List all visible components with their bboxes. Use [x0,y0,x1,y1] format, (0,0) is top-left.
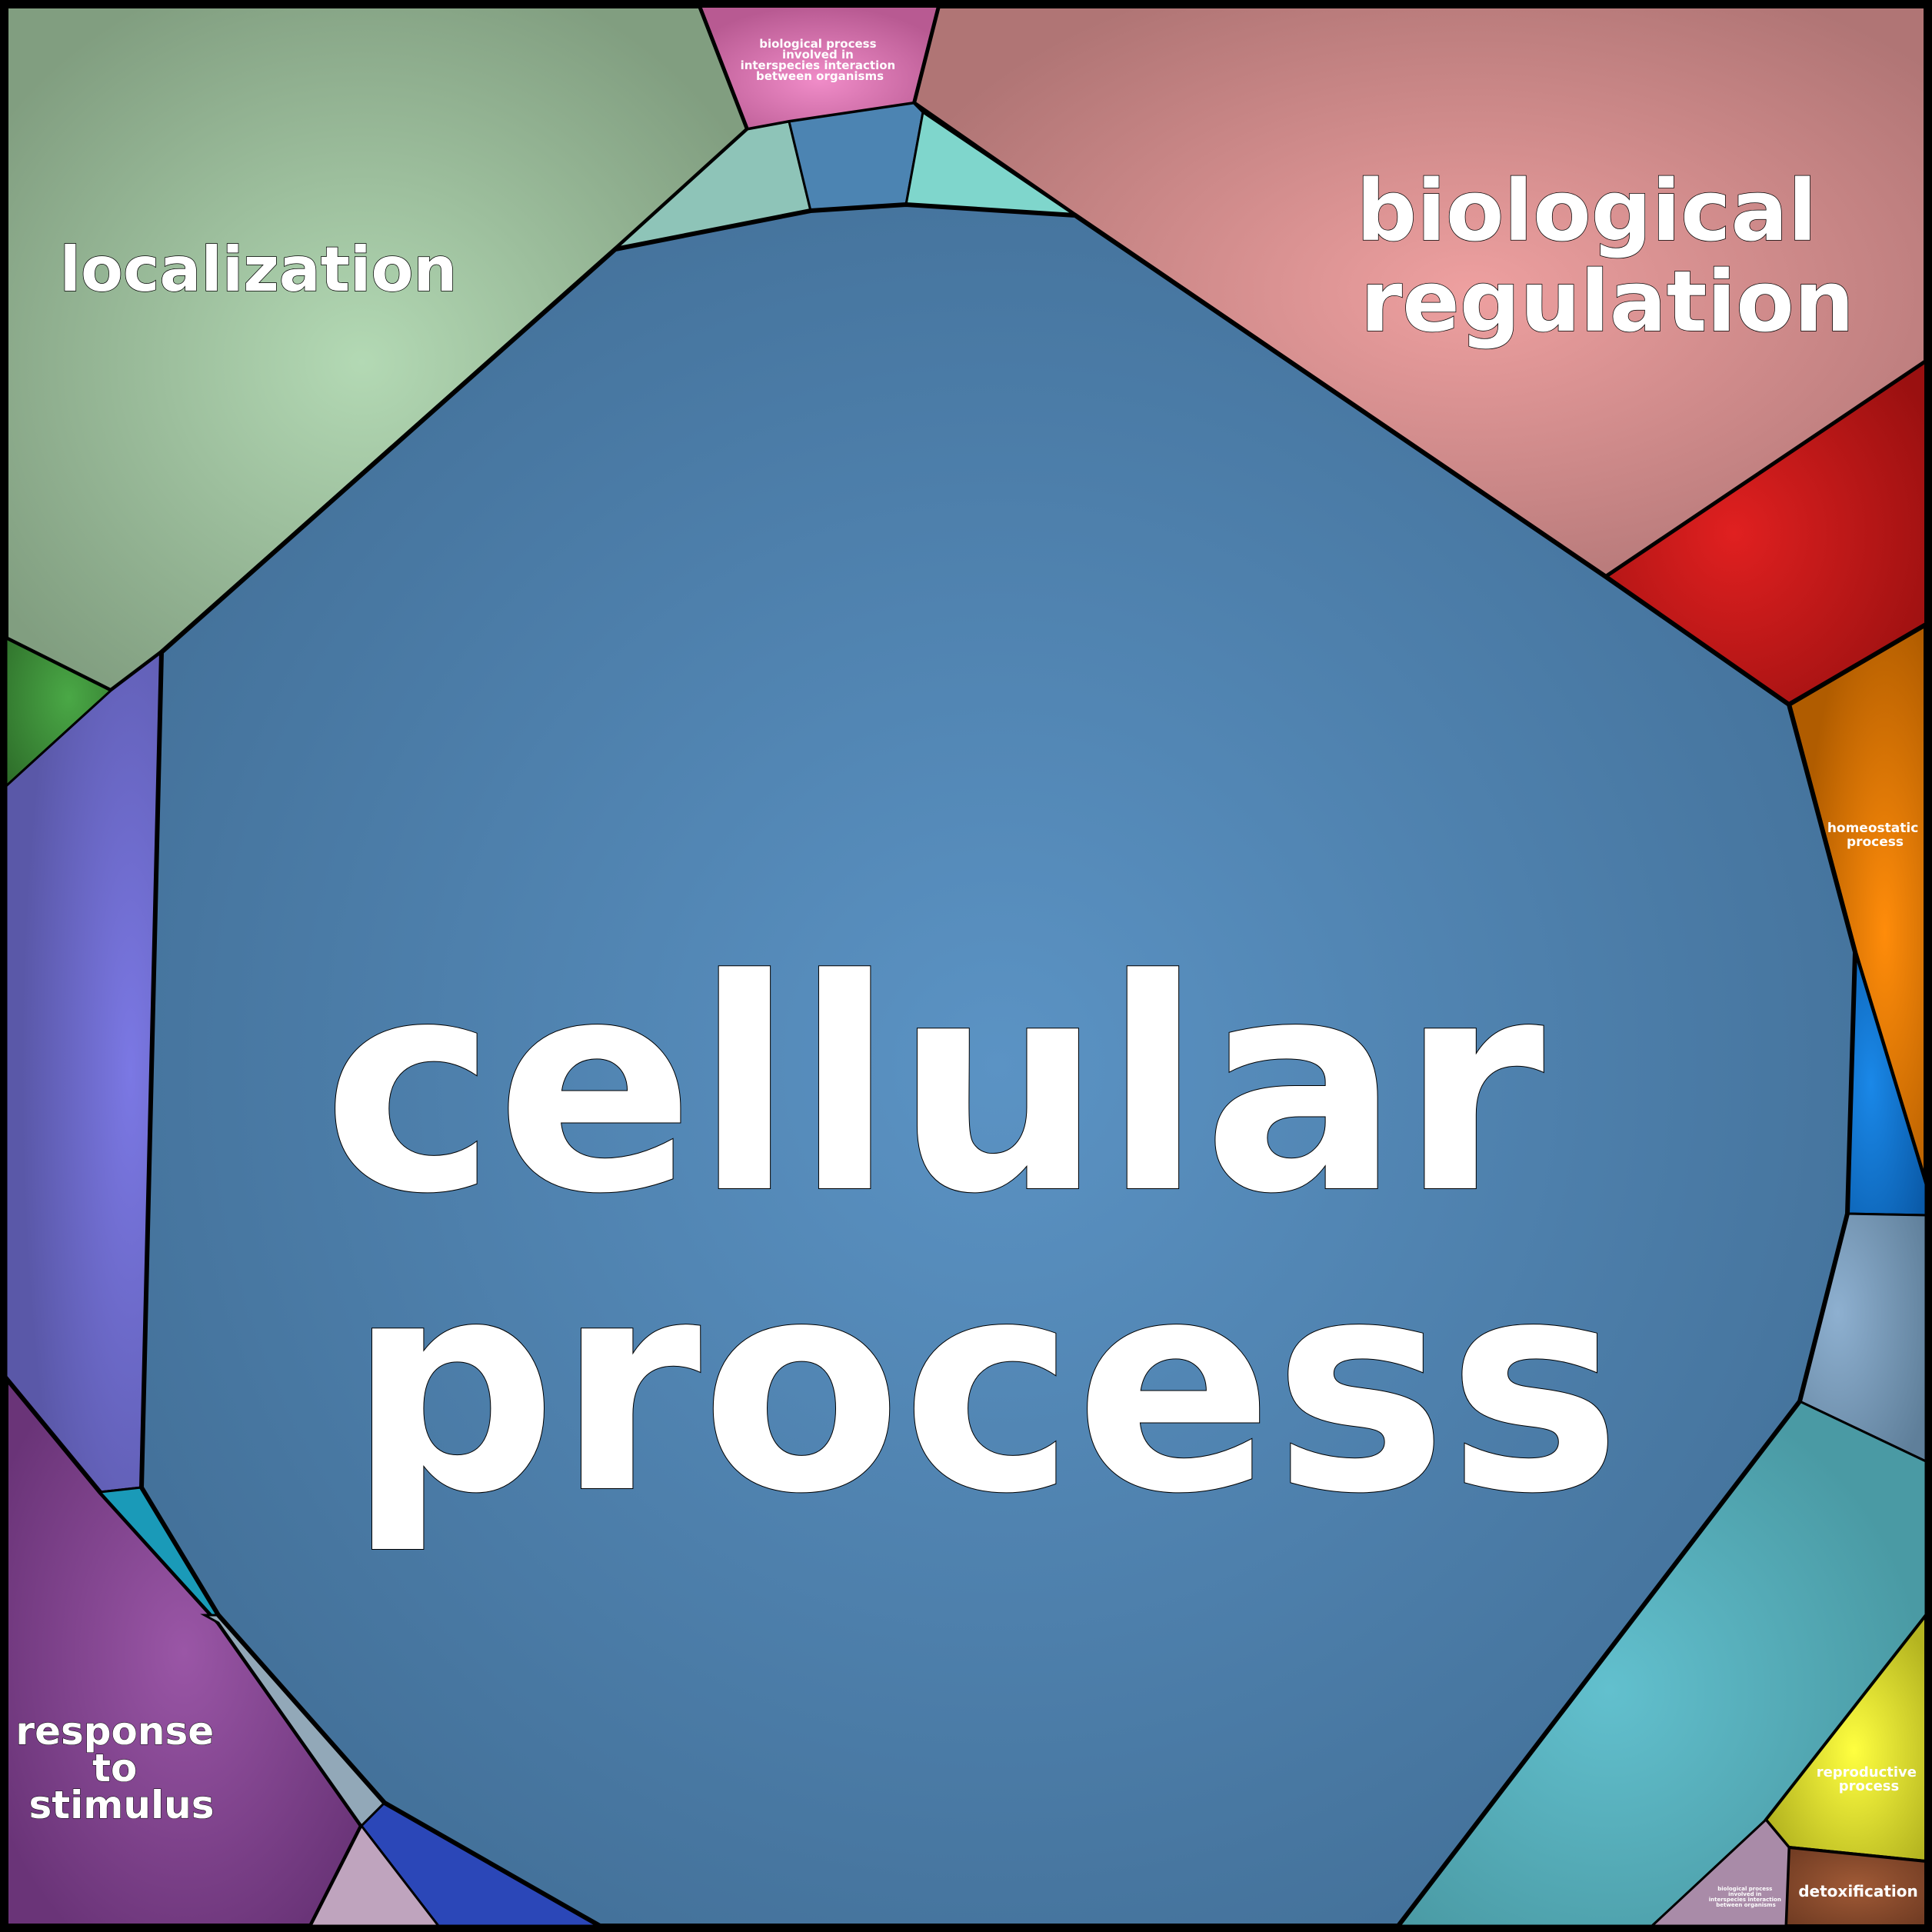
region-left-violet[interactable] [5,649,163,1494]
region-cellular-process[interactable] [138,202,1858,1928]
label-detoxification: detoxification [1798,1882,1918,1900]
label-response-to-stimulus: response to stimulus [15,1709,227,1827]
label-biological-regulation: biological regulation [1356,162,1854,351]
label-homeostatic-process: homeostatic process [1827,821,1923,850]
label-cellular-process: cellular process [323,917,1646,1557]
label-interspecies-interaction: biological process involved in interspec… [741,37,900,83]
label-reproductive-process: reproductive process [1817,1764,1922,1794]
region-top-blue[interactable] [788,102,924,212]
label-localization: localization [60,234,458,305]
label-interspecies-interaction-small: biological process involved in interspec… [1709,1886,1784,1908]
